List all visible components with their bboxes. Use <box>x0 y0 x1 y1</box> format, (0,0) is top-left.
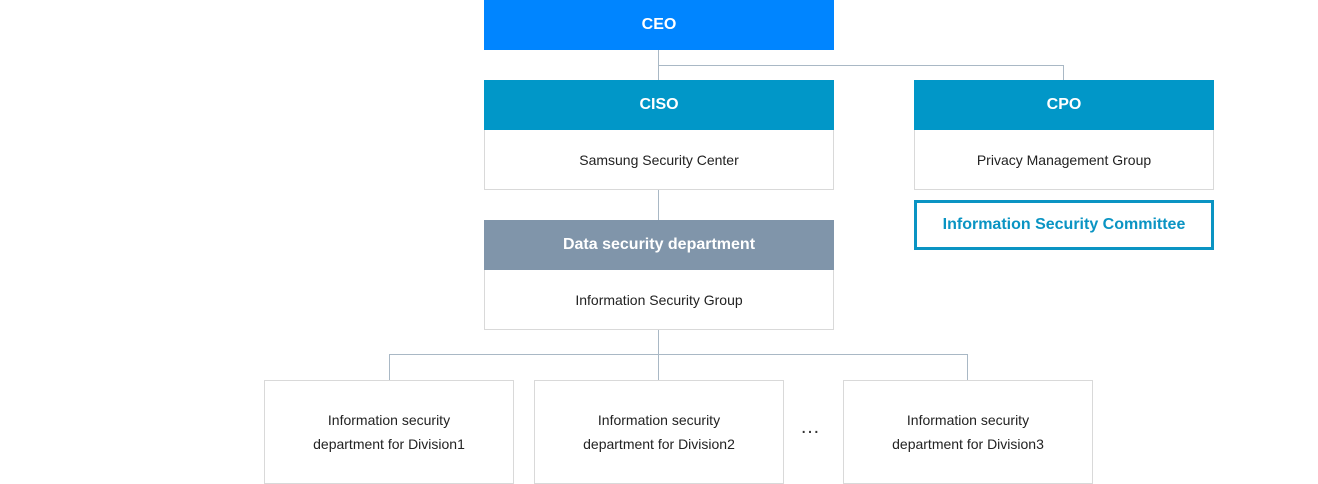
division-3-line1: Information security <box>906 412 1030 428</box>
connector-ceo-cpo-vertical <box>1063 65 1064 80</box>
division-box-2: Information security department for Divi… <box>534 380 784 484</box>
division-box-1: Information security department for Divi… <box>264 380 514 484</box>
ciso-header: CISO <box>484 80 834 130</box>
more-divisions-ellipsis: … <box>800 416 822 438</box>
division-2-line2: department for Division2 <box>583 436 735 452</box>
information-security-committee: Information Security Committee <box>914 200 1214 250</box>
connector-dept-divisions <box>658 330 659 380</box>
division-2-line1: Information security <box>597 412 721 428</box>
division-box-3: Information security department for Divi… <box>843 380 1093 484</box>
division-3-line2: department for Division3 <box>892 436 1044 452</box>
ciso-unit: Samsung Security Center <box>484 130 834 190</box>
connector-ciso-dept <box>658 190 659 220</box>
data-security-header: Data security department <box>484 220 834 270</box>
cpo-unit: Privacy Management Group <box>914 130 1214 190</box>
division-1-line2: department for Division1 <box>313 436 465 452</box>
division-1-line1: Information security <box>327 412 451 428</box>
connector-division3 <box>967 354 968 380</box>
cpo-header: CPO <box>914 80 1214 130</box>
ceo-box: CEO <box>484 0 834 50</box>
data-security-unit: Information Security Group <box>484 270 834 330</box>
connector-divisions-horizontal <box>389 354 968 355</box>
connector-division1 <box>389 354 390 380</box>
connector-ceo-cpo-horizontal <box>658 65 1064 66</box>
